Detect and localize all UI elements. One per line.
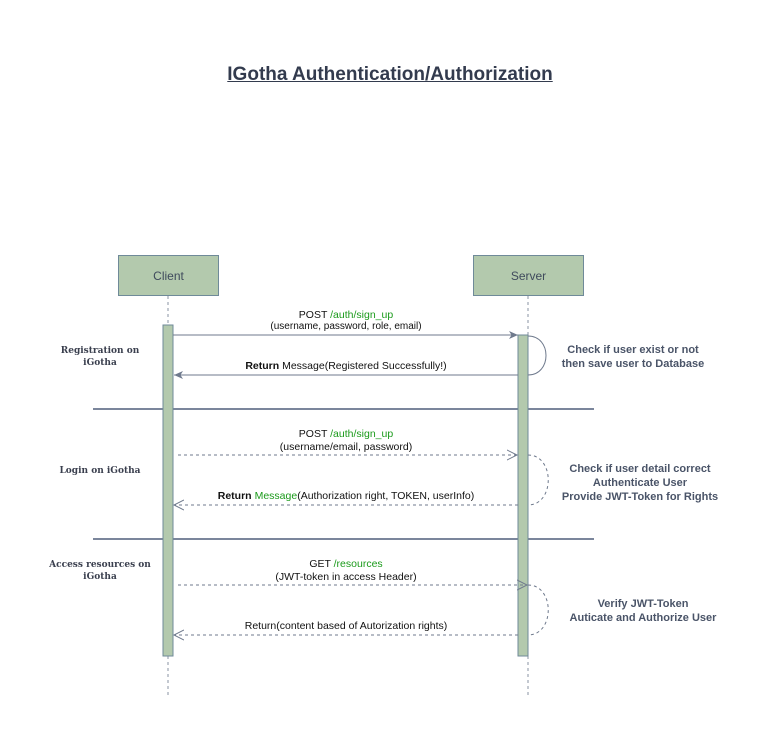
signup-path: /auth/sign_up xyxy=(330,309,394,321)
note-line: then save user to Database xyxy=(561,358,705,370)
registration-self-loop xyxy=(527,335,547,376)
login-method: POST xyxy=(298,428,328,440)
note-line: Verify JWT-Token xyxy=(597,598,689,610)
server-activation-bar xyxy=(517,334,529,657)
login-note: Check if user detail correct Authenticat… xyxy=(550,462,730,504)
register-return-text: Message(Registered Successfully!) xyxy=(282,360,447,372)
get-path: /resources xyxy=(333,558,383,570)
get-method: GET xyxy=(309,558,331,570)
phase-label-line: iGotha xyxy=(83,358,117,368)
signup-params-label: (username, password, role, email) xyxy=(270,321,422,332)
phase-label-line: Registration on xyxy=(60,346,140,356)
login-return-text: (Authorization right, TOKEN, userInfo) xyxy=(297,490,475,502)
client-actor: Client xyxy=(118,255,219,296)
login-self-loop xyxy=(527,454,549,506)
diagram-title: IGotha Authentication/Authorization xyxy=(227,64,553,85)
signup-method: POST xyxy=(298,309,328,321)
login-path: /auth/sign_up xyxy=(330,428,394,440)
note-line: Check if user exist or not xyxy=(567,344,699,356)
signup-request-label: POST /auth/sign_up xyxy=(246,309,446,321)
server-actor-label: Server xyxy=(510,268,547,283)
note-line: Check if user detail correct xyxy=(569,463,711,475)
login-params-label: (username/email, password) xyxy=(279,441,413,453)
access-self-loop xyxy=(527,584,549,636)
register-return-label: Return Message(Registered Successfully!) xyxy=(196,360,496,372)
phase-label-line: iGotha xyxy=(83,572,117,582)
get-request-label: GET /resources xyxy=(246,558,446,570)
note-line: Auticate and Authorize User xyxy=(569,612,717,624)
phase-label-access: Access resources on iGotha xyxy=(45,559,155,583)
registration-note: Check if user exist or not then save use… xyxy=(543,343,723,371)
note-line: Authenticate User xyxy=(592,477,688,489)
client-activation-bar xyxy=(162,324,174,657)
access-note: Verify JWT-Token Auticate and Authorize … xyxy=(553,597,733,625)
get-params-label: (JWT-token in access Header) xyxy=(275,571,417,583)
server-actor: Server xyxy=(473,255,584,296)
login-return-word: Message xyxy=(254,490,298,502)
note-line: Provide JWT-Token for Rights xyxy=(561,491,719,503)
login-request-label: POST /auth/sign_up xyxy=(246,428,446,440)
phase-label-line: Access resources on xyxy=(49,560,151,570)
phase-label-line: Login on iGotha xyxy=(59,466,141,476)
phase-label-registration: Registration on iGotha xyxy=(45,345,155,369)
get-return-label: Return(content based of Autorization rig… xyxy=(244,620,448,632)
client-actor-label: Client xyxy=(153,268,184,283)
login-return-keyword: Return xyxy=(217,490,252,502)
register-return-keyword: Return xyxy=(245,360,280,372)
phase-label-login: Login on iGotha xyxy=(45,465,155,477)
